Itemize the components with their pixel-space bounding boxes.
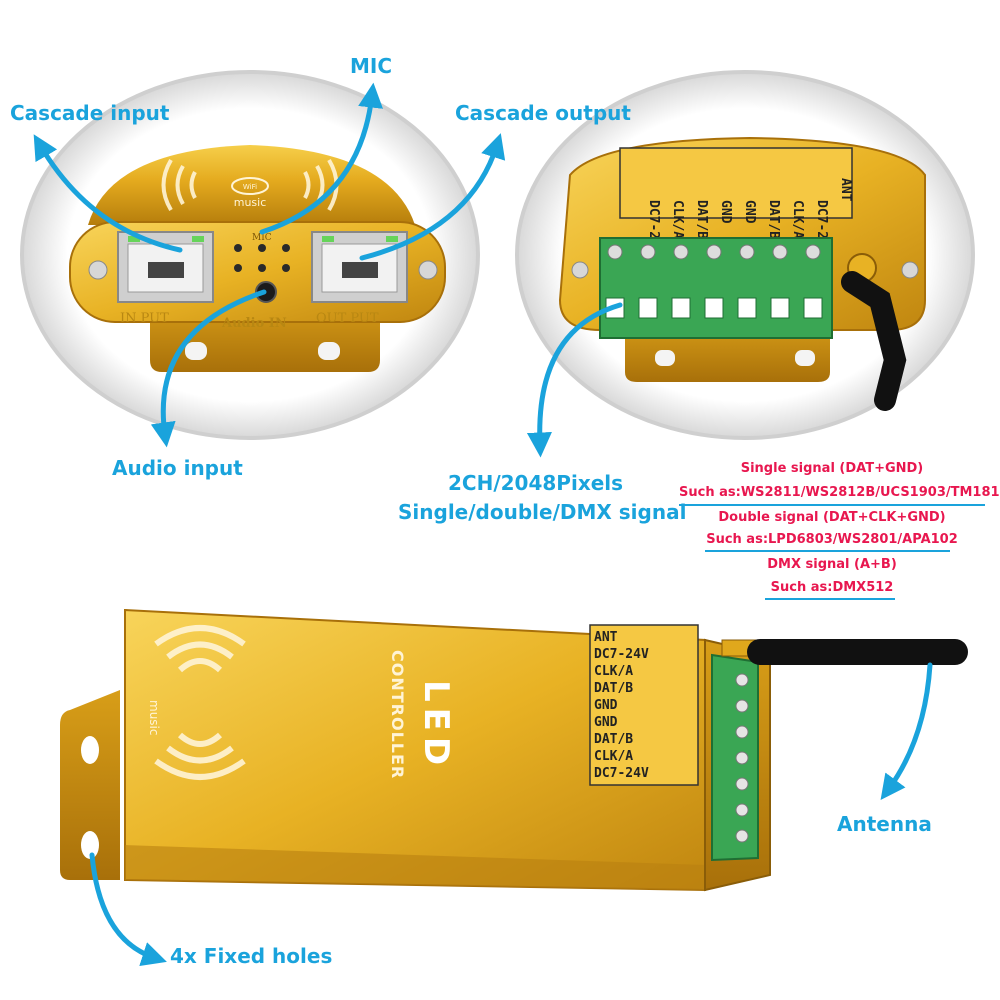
antenna-label: Antenna: [837, 812, 932, 836]
dmx-signal-title: DMX signal (A+B): [767, 557, 897, 572]
antenna-cable: [841, 271, 907, 411]
single-signal-title: Single signal (DAT+GND): [740, 461, 924, 476]
svg-text:DAT/B: DAT/B: [594, 681, 633, 696]
svg-text:DC7-24V: DC7-24V: [594, 647, 649, 662]
pixels-label-line1: 2CH/2048Pixels: [448, 471, 624, 495]
mic-holes: [234, 244, 290, 272]
cascade-output-arrow: [359, 133, 506, 261]
body-music-wave-logo: [154, 625, 246, 780]
front-audio-text: Audio IN: [221, 316, 287, 331]
cascade-input-arrow: [33, 134, 183, 253]
led-indicator: [192, 236, 204, 242]
terminal-legend-rotated: [619, 147, 853, 219]
terminal-legend-labels: DC7-24V CLK/A DAT/B GND GND DAT/B CLK/A …: [646, 178, 853, 255]
audio-input-label: Audio input: [112, 456, 243, 480]
antenna-arrow: [880, 662, 933, 801]
front-music-text: music: [234, 196, 267, 209]
svg-text:CLK/A: CLK/A: [790, 200, 805, 239]
front-mic-text: MIC: [252, 233, 272, 243]
led-indicator: [322, 236, 334, 242]
controller-title-text: CONTROLLER: [388, 650, 407, 779]
body-terminal-labels: ANT DC7-24V CLK/A DAT/B GND GND DAT/B CL…: [594, 630, 649, 781]
body-terminal-block: [711, 653, 759, 862]
terminal-arrow: [526, 302, 623, 458]
callout-arrows: [33, 82, 933, 966]
front-view-panel: WiFi music MIC IN PUT Audio IN OUT PUT: [20, 70, 480, 440]
svg-text:GND: GND: [594, 715, 618, 730]
wifi-badge: [231, 177, 269, 195]
body-terminal-legend: [589, 624, 699, 786]
screw: [901, 261, 919, 279]
led-indicator: [128, 236, 140, 242]
bracket-hole: [185, 342, 207, 360]
bottom-mount-plate: [60, 690, 120, 880]
body-music-text: music: [147, 700, 161, 735]
led-title-text: LED: [416, 680, 456, 771]
svg-text:ANT: ANT: [594, 630, 618, 645]
fixed-hole: [81, 736, 99, 764]
rj45-input-pins: [148, 262, 184, 278]
svg-text:ANT: ANT: [838, 178, 853, 202]
pixels-label-line2: Single/double/DMX signal: [398, 500, 687, 524]
double-signal-title: Double signal (DAT+CLK+GND): [718, 510, 946, 525]
rj45-output-pins: [342, 262, 378, 278]
svg-text:GND: GND: [718, 200, 733, 224]
cascade-output-label: Cascade output: [455, 101, 631, 125]
svg-text:DC7-24V: DC7-24V: [594, 766, 649, 781]
svg-text:DAT/B: DAT/B: [766, 200, 781, 239]
screw: [418, 260, 438, 280]
screw: [88, 260, 108, 280]
terminal-screws: [607, 244, 821, 260]
terminal-view-panel: DC7-24V CLK/A DAT/B GND GND DAT/B CLK/A …: [515, 70, 975, 440]
cascade-input-label: Cascade input: [10, 101, 170, 125]
svg-text:CLK/A: CLK/A: [594, 749, 633, 764]
device-body-shadow: [125, 845, 705, 890]
fixed-holes-label: 4x Fixed holes: [170, 944, 333, 968]
single-signal-example: Such as:WS2811/WS2812B/UCS1903/TM1812: [679, 485, 1000, 500]
bracket-hole: [655, 350, 675, 366]
dmx-signal-example: Such as:DMX512: [770, 580, 894, 595]
front-input-text: IN PUT: [120, 311, 169, 326]
mic-label: MIC: [350, 54, 393, 78]
front-output-text: OUT PUT: [316, 311, 379, 326]
bracket-hole: [318, 342, 340, 360]
divider: [705, 550, 950, 552]
svg-text:CLK/A: CLK/A: [594, 664, 633, 679]
audio-input-arrow: [150, 289, 267, 448]
bracket-hole: [795, 350, 815, 366]
led-indicator: [386, 236, 398, 242]
mic-arrow: [259, 82, 383, 235]
wifi-badge-text: WiFi: [243, 183, 257, 191]
terminal-openings: [605, 297, 823, 319]
screw: [571, 261, 589, 279]
svg-text:GND: GND: [742, 200, 757, 224]
svg-text:DAT/B: DAT/B: [594, 732, 633, 747]
divider: [765, 598, 895, 600]
body-terminal-screws: [735, 673, 749, 843]
full-device-view: music LED CONTROLLER ANT DC7-24V CLK/A D…: [60, 608, 968, 892]
fixed-hole: [81, 831, 99, 859]
fixed-holes-arrow: [89, 852, 167, 966]
svg-text:CLK/A: CLK/A: [670, 200, 685, 239]
svg-text:GND: GND: [594, 698, 618, 713]
svg-text:DAT/B: DAT/B: [694, 200, 709, 239]
double-signal-example: Such as:LPD6803/WS2801/APA102: [706, 532, 958, 547]
divider: [679, 504, 985, 506]
